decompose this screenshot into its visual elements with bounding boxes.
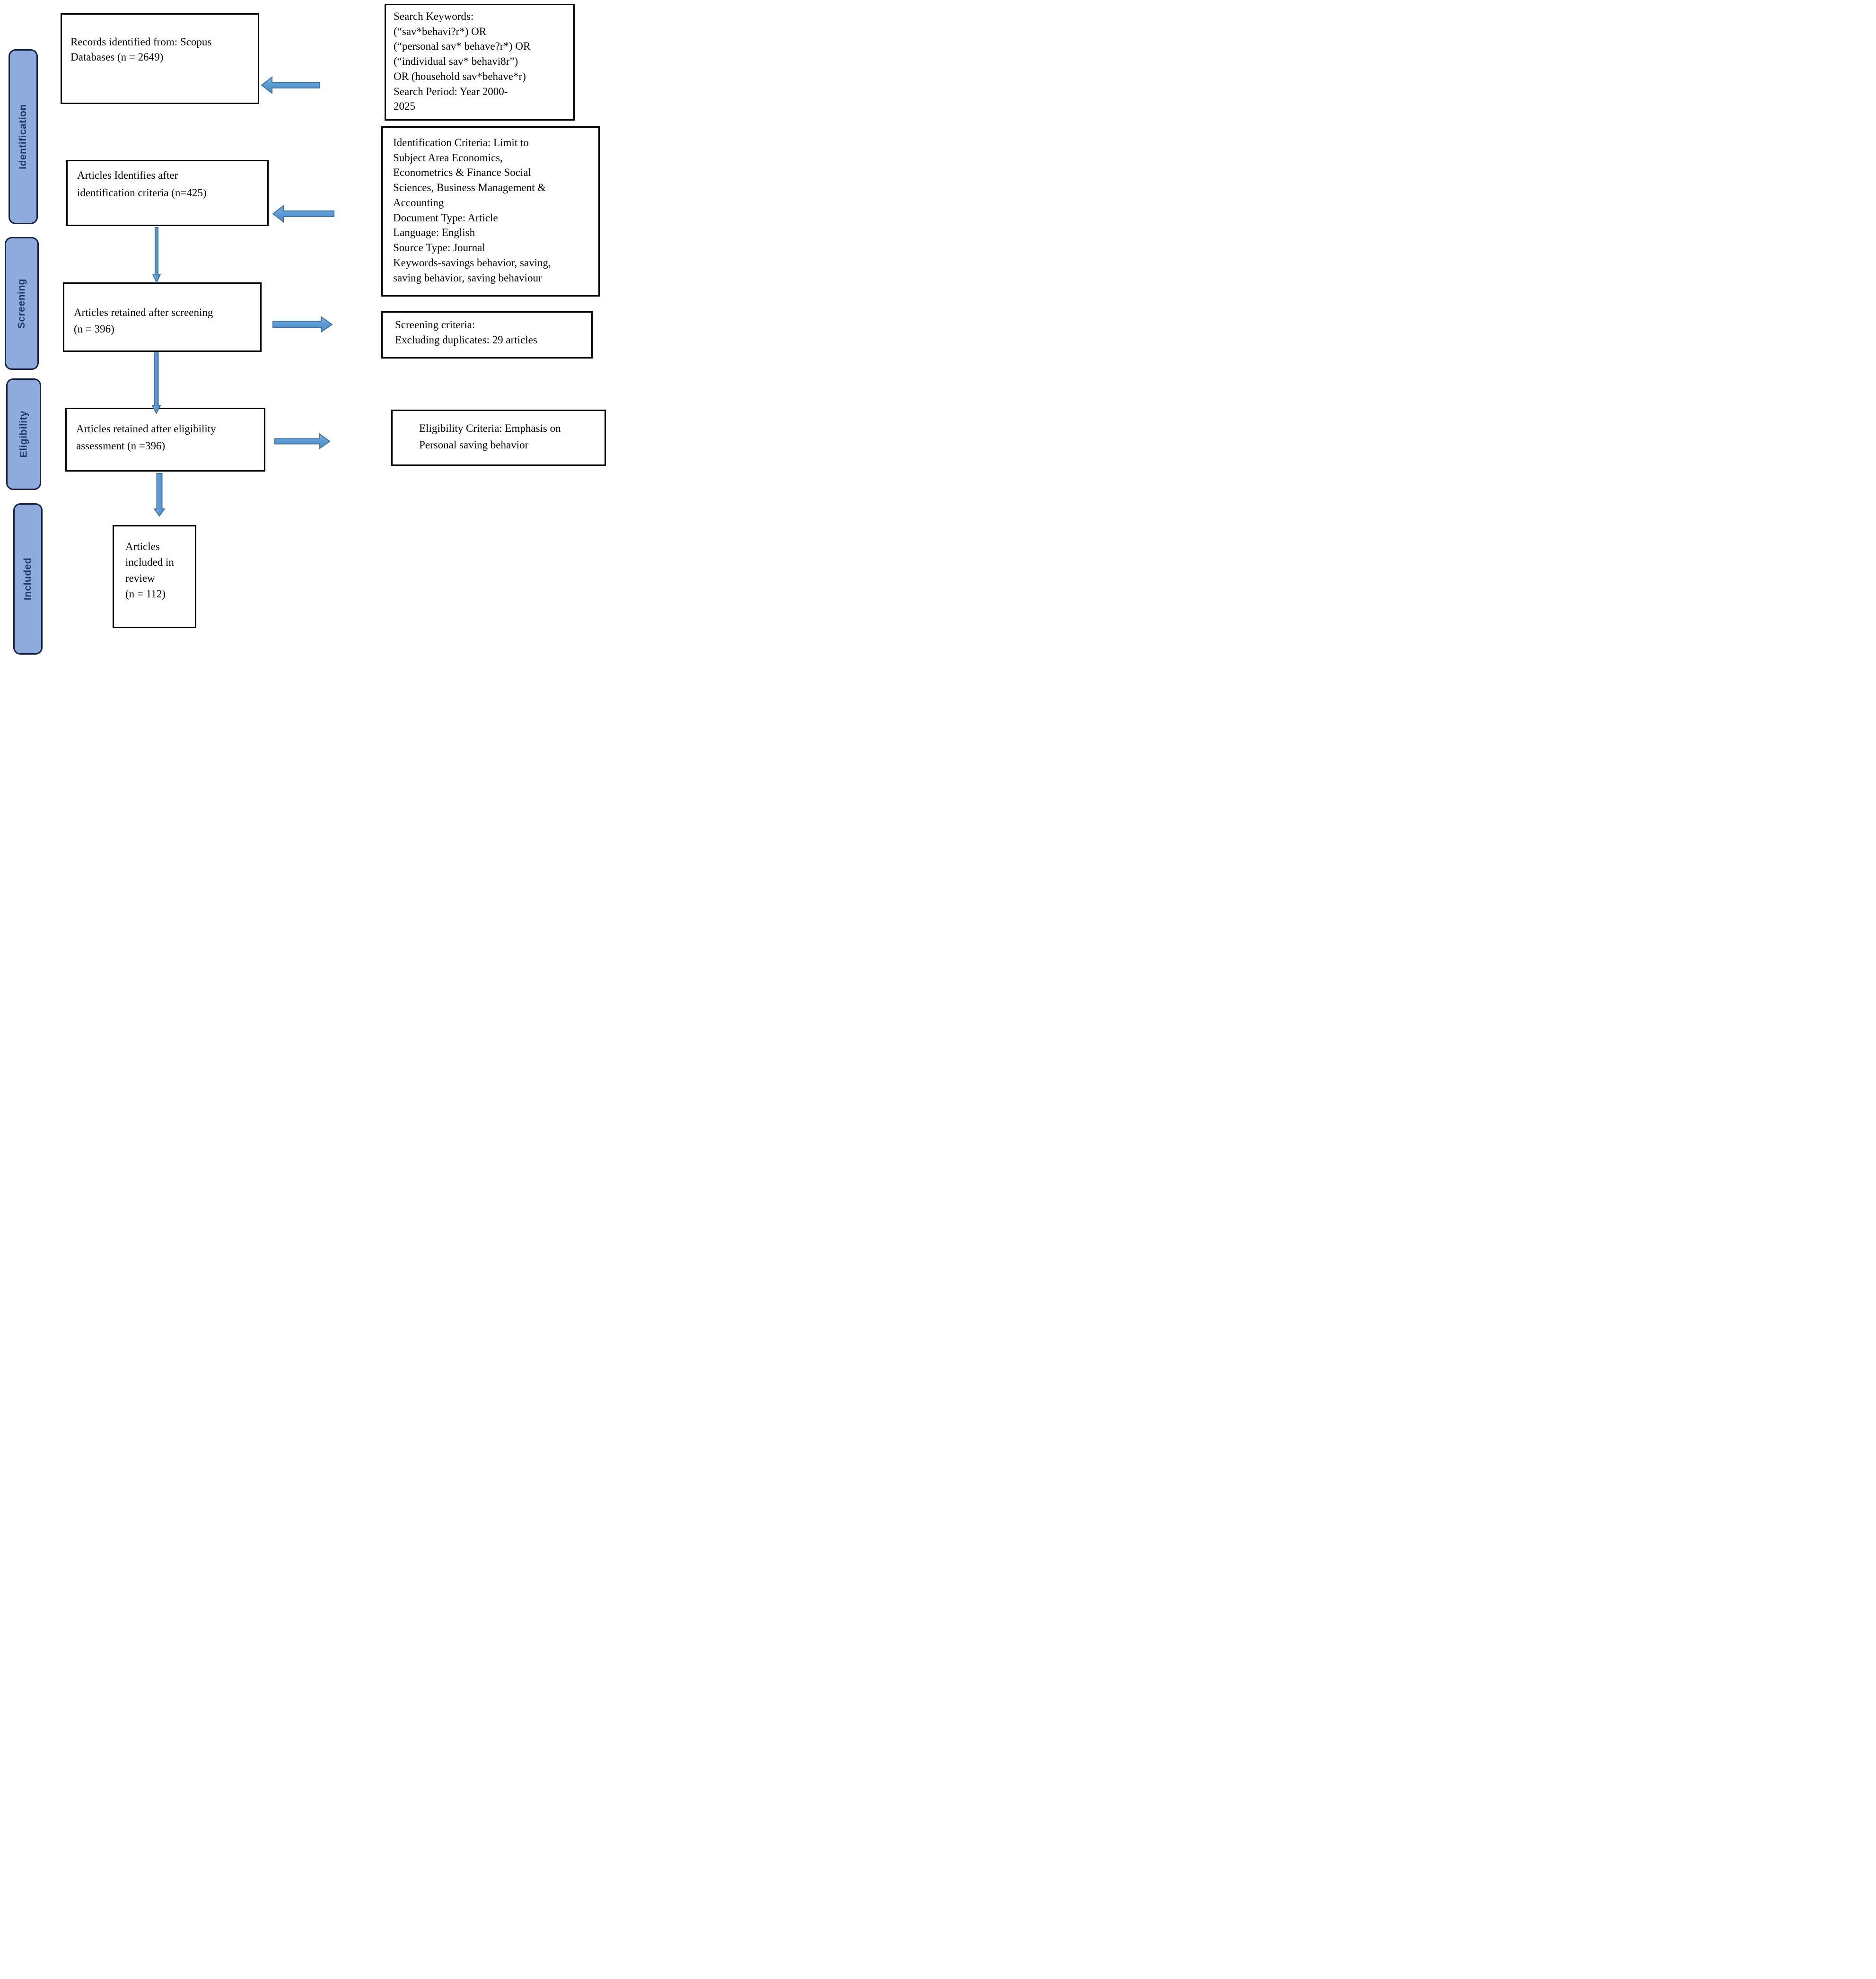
articles-included-text: Articles included in review (n = 112) <box>125 541 174 600</box>
articles-screened-box: Articles retained after screening (n = 3… <box>63 282 262 352</box>
stage-pill-screening: Screening <box>5 237 39 370</box>
arrow-left-search-to-records-icon <box>261 76 320 94</box>
stage-pill-identification: Identification <box>9 49 38 224</box>
eligibility-criteria-text: Eligibility Criteria: Emphasis on Person… <box>419 422 561 451</box>
articles-identified-text: Articles Identifies after identification… <box>77 169 207 199</box>
stage-label-eligibility: Eligibility <box>18 411 29 458</box>
articles-included-box: Articles included in review (n = 112) <box>113 525 196 628</box>
identification-criteria-box: Identification Criteria: Limit to Subjec… <box>381 126 600 297</box>
articles-identified-box: Articles Identifies after identification… <box>66 160 269 226</box>
identification-criteria-text: Identification Criteria: Limit to Subjec… <box>393 137 551 284</box>
prisma-flow-diagram: Identification Screening Eligibility Inc… <box>0 0 625 660</box>
arrow-right-eligible-to-criteria-icon <box>274 433 330 449</box>
stage-pill-eligibility: Eligibility <box>6 378 41 490</box>
arrow-right-screened-to-criteria-icon <box>272 316 333 333</box>
stage-label-identification: Identification <box>18 104 29 169</box>
articles-eligible-text: Articles retained after eligibility asse… <box>76 423 216 452</box>
stage-label-screening: Screening <box>16 278 27 329</box>
search-keywords-text: Search Keywords: (“sav*behavi?r*) OR (“p… <box>394 10 531 113</box>
stage-label-included: Included <box>22 557 33 601</box>
screening-criteria-box: Screening criteria: Excluding duplicates… <box>381 311 593 359</box>
records-identified-box: Records identified from: Scopus Database… <box>61 13 259 104</box>
stage-pill-included: Included <box>13 503 43 655</box>
search-keywords-box: Search Keywords: (“sav*behavi?r*) OR (“p… <box>385 4 575 121</box>
arrow-down-eligible-to-included-icon <box>153 473 166 517</box>
screening-criteria-text: Screening criteria: Excluding duplicates… <box>395 319 537 346</box>
articles-screened-text: Articles retained after screening (n = 3… <box>74 306 213 335</box>
arrow-down-identified-to-screened-icon <box>152 227 161 283</box>
eligibility-criteria-box: Eligibility Criteria: Emphasis on Person… <box>391 410 606 466</box>
records-identified-text: Records identified from: Scopus Database… <box>70 36 212 63</box>
arrow-down-screened-to-eligible-icon <box>151 352 161 414</box>
articles-eligible-box: Articles retained after eligibility asse… <box>65 408 265 472</box>
arrow-left-criteria-to-identified-icon <box>272 205 334 223</box>
